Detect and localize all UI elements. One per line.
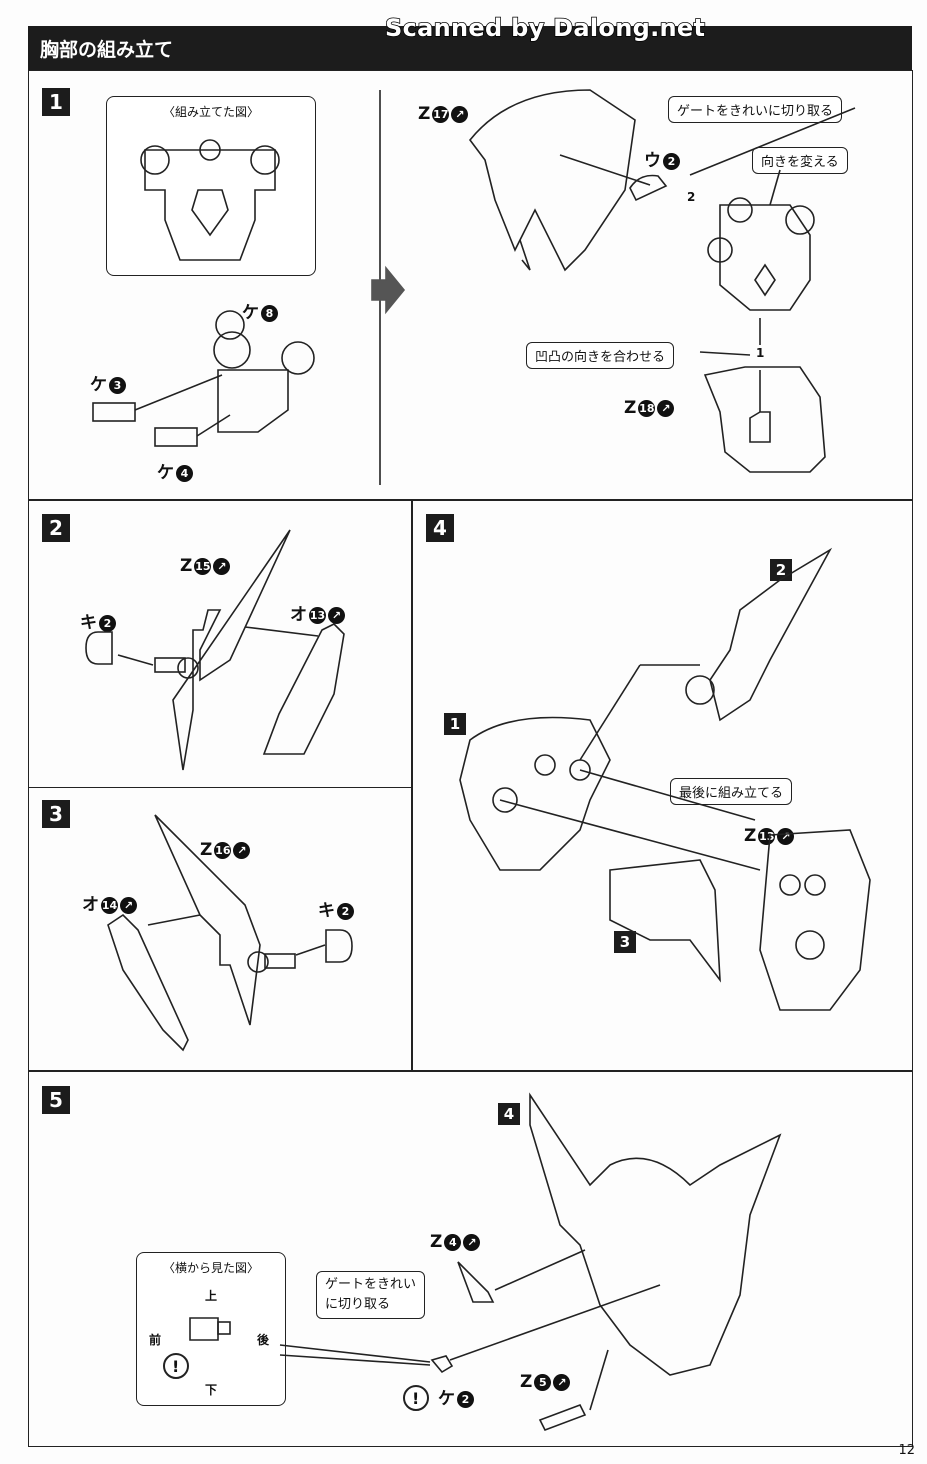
- warning-symbol-part: !: [412, 1389, 420, 1408]
- marker-2: 2: [687, 190, 696, 204]
- gate-icon: ↗: [451, 105, 469, 123]
- gate-icon: ↗: [657, 399, 675, 417]
- direction-down: 下: [205, 1383, 218, 1397]
- callout-cut-gate-step5: ゲートをきれい に切り取る: [316, 1271, 426, 1319]
- direction-front: 前: [149, 1333, 162, 1347]
- step-2-panel: [28, 500, 412, 788]
- side-view-inset: 〈横から見た図〉 上 下 前 後: [136, 1252, 286, 1406]
- gate-icon: ↗: [120, 896, 137, 914]
- direction-back: 後: [257, 1333, 270, 1347]
- step-4-panel: [412, 500, 913, 1071]
- subassembly-tag-3: 3: [614, 931, 636, 953]
- step-1-number: 1: [42, 88, 70, 116]
- callout-align-notches: 凹凸の向きを合わせる: [526, 342, 675, 369]
- assembled-view-inset: 〈組み立てた図〉: [106, 96, 316, 276]
- warning-icon: [163, 1353, 429, 1411]
- assembled-view-caption: 〈組み立てた図〉: [162, 105, 259, 119]
- step-3-panel: [28, 787, 412, 1071]
- section-title: 胸部の組み立て: [40, 39, 174, 61]
- callout-cut-gate: ゲートをきれいに切り取る: [668, 96, 843, 123]
- warning-symbol-inset: !: [172, 1357, 180, 1376]
- scan-watermark: Scanned by Dalong.net: [384, 13, 706, 43]
- subassembly-tag-1: 1: [444, 713, 466, 735]
- gate-icon: ↗: [553, 1373, 571, 1391]
- step-3-number: 3: [42, 800, 70, 828]
- direction-up: 上: [205, 1289, 218, 1303]
- callout-assemble-last: 最後に組み立てる: [670, 778, 793, 805]
- page-number: 12: [898, 1443, 915, 1458]
- callout-change-direction: 向きを変える: [752, 147, 848, 174]
- gate-icon: ↗: [463, 1233, 481, 1251]
- gate-icon: ↗: [777, 827, 795, 845]
- side-view-caption: 〈横から見た図〉: [162, 1261, 259, 1275]
- gate-icon: ↗: [233, 841, 251, 859]
- step-4-number: 4: [426, 514, 454, 542]
- section-header: 胸部の組み立て: [28, 26, 912, 70]
- step-2-number: 2: [42, 514, 70, 542]
- gate-icon: ↗: [328, 606, 345, 624]
- gate-icon: ↗: [213, 557, 231, 575]
- subassembly-tag-4: 4: [498, 1103, 520, 1125]
- step-5-number: 5: [42, 1086, 70, 1114]
- marker-1: 1: [756, 346, 765, 360]
